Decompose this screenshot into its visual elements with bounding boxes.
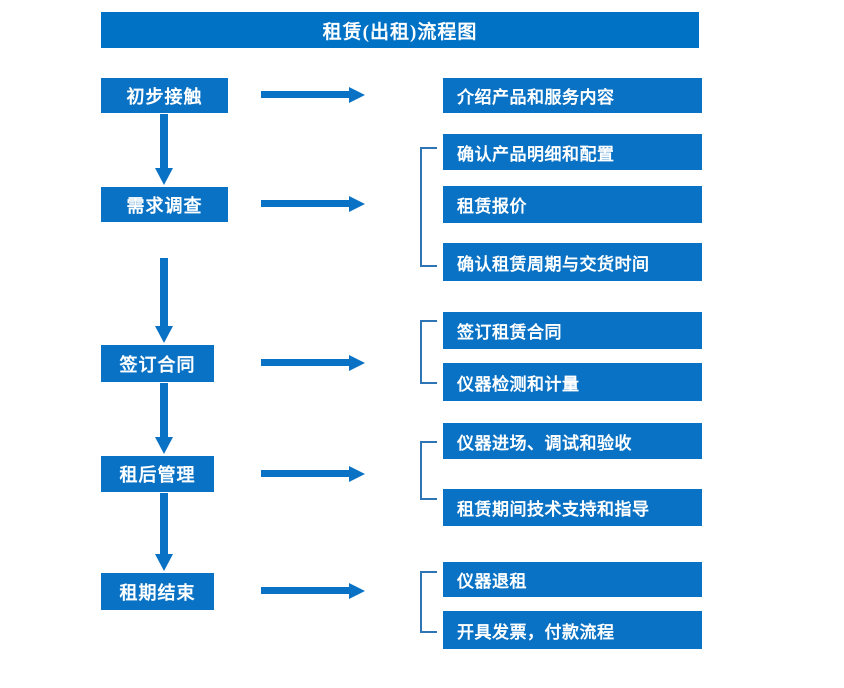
- detail-box-介绍产品和服务内容[interactable]: 介绍产品和服务内容: [443, 78, 702, 113]
- stage-box-租期结束[interactable]: 租期结束: [101, 573, 214, 610]
- stage-box-签订合同[interactable]: 签订合同: [101, 345, 214, 382]
- detail-box-仪器检测和计量[interactable]: 仪器检测和计量: [443, 363, 702, 401]
- right-arrow-icon-2: [261, 193, 366, 215]
- right-arrow-icon-5: [261, 580, 366, 602]
- down-arrow-icon-4: [153, 493, 175, 572]
- right-arrow-icon-4: [261, 463, 366, 485]
- group-bracket-签订合同: [420, 320, 438, 384]
- detail-box-开具发票付款流程[interactable]: 开具发票，付款流程: [443, 611, 702, 649]
- detail-box-确认产品明细和配置[interactable]: 确认产品明细和配置: [443, 134, 702, 170]
- detail-box-确认租赁周期与交货时间[interactable]: 确认租赁周期与交货时间: [443, 243, 702, 281]
- right-arrow-icon-3: [261, 352, 366, 374]
- detail-box-租赁报价[interactable]: 租赁报价: [443, 186, 702, 223]
- group-bracket-租期结束: [420, 571, 438, 633]
- right-arrow-icon-1: [261, 84, 366, 106]
- group-bracket-需求调查: [420, 147, 438, 267]
- down-arrow-icon-1: [153, 114, 175, 186]
- stage-box-租后管理[interactable]: 租后管理: [101, 456, 214, 492]
- stage-box-需求调查[interactable]: 需求调查: [101, 187, 228, 222]
- detail-box-仪器退租[interactable]: 仪器退租: [443, 562, 702, 597]
- detail-box-租赁期间技术支持和指导[interactable]: 租赁期间技术支持和指导: [443, 489, 702, 526]
- stage-box-初步接触[interactable]: 初步接触: [101, 78, 228, 113]
- group-bracket-租后管理: [420, 441, 438, 500]
- detail-box-仪器进场调试和验收[interactable]: 仪器进场、调试和验收: [443, 423, 702, 459]
- diagram-title-bar: 租赁(出租)流程图: [101, 12, 699, 48]
- detail-box-签订租赁合同[interactable]: 签订租赁合同: [443, 312, 702, 349]
- down-arrow-icon-2: [153, 258, 175, 344]
- down-arrow-icon-3: [153, 383, 175, 455]
